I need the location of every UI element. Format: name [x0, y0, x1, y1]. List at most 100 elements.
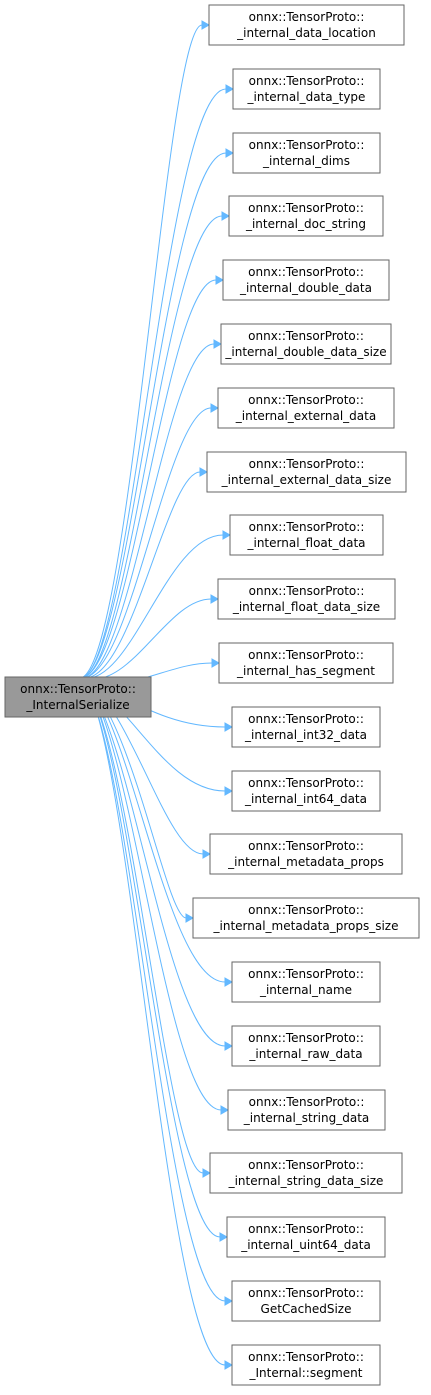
- callee-node-internal-metadata-props-size[interactable]: onnx::TensorProto::_internal_metadata_pr…: [192, 897, 420, 939]
- callee-node-line1: onnx::TensorProto::: [248, 839, 364, 853]
- callee-node-line2: _internal_double_data: [239, 281, 372, 295]
- callee-node-line1: onnx::TensorProto::: [249, 74, 365, 88]
- callee-node-internal-metadata-props[interactable]: onnx::TensorProto::_internal_metadata_pr…: [209, 833, 403, 875]
- callee-node-line1: onnx::TensorProto::: [249, 520, 365, 534]
- callee-node-line2: _Internal::segment: [249, 1366, 363, 1380]
- callee-node-line2: _internal_data_location: [236, 26, 376, 40]
- call-edge-arrowhead: [224, 977, 234, 987]
- callee-node-line2: _internal_int64_data: [244, 792, 367, 806]
- call-edge-arrowhead: [224, 1296, 234, 1306]
- callee-node-line2: _internal_double_data_size: [224, 345, 386, 359]
- callee-node-line2: _internal_external_data: [235, 409, 376, 423]
- callee-node-internal-int32-data[interactable]: onnx::TensorProto::_internal_int32_data: [231, 706, 381, 748]
- call-edge: [80, 152, 227, 679]
- callee-node-internal-has-segment[interactable]: onnx::TensorProto::_internal_has_segment: [218, 642, 394, 684]
- callee-node-line1: onnx::TensorProto::: [249, 10, 365, 24]
- callee-node-internal-segment[interactable]: onnx::TensorProto::_Internal::segment: [231, 1344, 381, 1386]
- callee-node-internal-double-data[interactable]: onnx::TensorProto::_internal_double_data: [222, 259, 390, 301]
- callee-node-line2: _internal_raw_data: [248, 1047, 362, 1061]
- callee-node-line1: onnx::TensorProto::: [248, 1158, 364, 1172]
- callee-node-line2: _internal_uint64_data: [240, 1238, 371, 1252]
- call-edge: [80, 279, 217, 679]
- call-edge: [80, 534, 224, 679]
- call-edge-arrowhead: [210, 594, 220, 604]
- callee-node-line2: _internal_data_type: [247, 90, 366, 104]
- call-edge: [80, 407, 212, 679]
- callee-node-line2: _internal_name: [259, 983, 352, 997]
- call-edge-arrowhead: [220, 1105, 230, 1115]
- callee-node-line2: _internal_doc_string: [245, 217, 366, 231]
- call-edge-arrowhead: [224, 786, 234, 796]
- callee-node-internal-dims[interactable]: onnx::TensorProto::_internal_dims: [232, 132, 381, 174]
- call-edge-arrowhead: [211, 658, 221, 668]
- callee-node-line2: _internal_float_data: [246, 536, 365, 550]
- call-edge-arrowhead: [210, 403, 220, 413]
- call-edge-arrowhead: [222, 530, 232, 540]
- callee-node-internal-data-type[interactable]: onnx::TensorProto::_internal_data_type: [232, 68, 381, 110]
- callee-node-line1: onnx::TensorProto::: [248, 903, 364, 917]
- callee-node-line1: onnx::TensorProto::: [248, 967, 364, 981]
- call-edge-arrowhead: [215, 275, 225, 285]
- callee-node-line1: onnx::TensorProto::: [248, 648, 364, 662]
- callee-node-line2: _internal_external_data_size: [221, 473, 392, 487]
- callee-node-line2: _internal_has_segment: [236, 664, 375, 678]
- call-edge-arrowhead: [224, 1360, 234, 1370]
- callee-node-internal-uint64-data[interactable]: onnx::TensorProto::_internal_uint64_data: [226, 1216, 386, 1258]
- callee-node-line1: onnx::TensorProto::: [249, 138, 365, 152]
- callee-node-internal-external-data[interactable]: onnx::TensorProto::_internal_external_da…: [217, 387, 395, 429]
- callee-node-line1: onnx::TensorProto::: [249, 584, 365, 598]
- callee-node-getcachedsize[interactable]: onnx::TensorProto::GetCachedSize: [231, 1280, 381, 1322]
- call-edge: [80, 677, 204, 1174]
- call-edge-arrowhead: [213, 339, 223, 349]
- call-edge-arrowhead: [221, 211, 231, 221]
- call-edge-arrowhead: [224, 722, 234, 732]
- callee-node-internal-double-data-size[interactable]: onnx::TensorProto::_internal_double_data…: [220, 323, 392, 365]
- call-edge-arrowhead: [202, 1168, 212, 1178]
- callee-node-line1: onnx::TensorProto::: [248, 329, 364, 343]
- callee-node-line1: onnx::TensorProto::: [248, 1286, 364, 1300]
- callee-node-internal-external-data-size[interactable]: onnx::TensorProto::_internal_external_da…: [206, 451, 407, 493]
- callee-node-line2: GetCachedSize: [261, 1302, 352, 1316]
- callee-node-internal-int64-data[interactable]: onnx::TensorProto::_internal_int64_data: [231, 770, 381, 812]
- call-edge: [81, 677, 226, 1366]
- callee-node-internal-float-data[interactable]: onnx::TensorProto::_internal_float_data: [229, 514, 384, 556]
- callee-node-internal-float-data-size[interactable]: onnx::TensorProto::_internal_float_data_…: [217, 578, 396, 620]
- callee-node-internal-string-data[interactable]: onnx::TensorProto::_internal_string_data: [227, 1089, 386, 1131]
- callee-node-line1: onnx::TensorProto::: [248, 1031, 364, 1045]
- call-nodes: onnx::TensorProto:: _InternalSerialize o…: [4, 4, 420, 1386]
- call-edge-arrowhead: [225, 148, 235, 158]
- callee-node-line1: onnx::TensorProto::: [248, 712, 364, 726]
- call-edge: [81, 677, 222, 1111]
- call-edge: [80, 24, 203, 679]
- callee-node-line2: _internal_metadata_props: [227, 855, 384, 869]
- callee-node-internal-string-data-size[interactable]: onnx::TensorProto::_internal_string_data…: [209, 1152, 403, 1194]
- callee-node-line1: onnx::TensorProto::: [248, 265, 364, 279]
- call-edge-arrowhead: [202, 849, 212, 859]
- callee-node-internal-name[interactable]: onnx::TensorProto::_internal_name: [231, 961, 381, 1003]
- root-node-line2: _InternalSerialize: [25, 698, 129, 712]
- root-node-internal-serialize[interactable]: onnx::TensorProto:: _InternalSerialize: [4, 676, 152, 718]
- callee-node-line2: _internal_float_data_size: [232, 600, 380, 614]
- callee-node-line2: _internal_string_data_size: [228, 1174, 384, 1188]
- call-edge-arrowhead: [185, 913, 195, 923]
- callee-node-line2: _internal_int32_data: [244, 728, 367, 742]
- call-edge-arrowhead: [224, 1041, 234, 1051]
- call-edge-arrowhead: [199, 467, 209, 477]
- callee-node-internal-doc-string[interactable]: onnx::TensorProto::_internal_doc_string: [228, 195, 384, 237]
- callee-node-internal-raw-data[interactable]: onnx::TensorProto::_internal_raw_data: [231, 1025, 381, 1067]
- call-edge: [81, 677, 221, 1238]
- callee-node-line1: onnx::TensorProto::: [249, 457, 365, 471]
- callee-node-line1: onnx::TensorProto::: [249, 1095, 365, 1109]
- call-edge: [81, 88, 227, 679]
- callee-node-internal-data-location[interactable]: onnx::TensorProto::_internal_data_locati…: [208, 4, 405, 46]
- call-edge: [80, 677, 226, 1302]
- callee-node-line1: onnx::TensorProto::: [248, 776, 364, 790]
- call-edge-arrowhead: [219, 1232, 229, 1242]
- callee-node-line2: _internal_metadata_props_size: [213, 919, 399, 933]
- call-edge: [81, 343, 215, 679]
- call-edge-arrowhead: [201, 20, 211, 30]
- call-edge: [81, 471, 201, 679]
- callee-node-line1: onnx::TensorProto::: [248, 1222, 364, 1236]
- callee-node-line2: _internal_string_data: [243, 1111, 370, 1125]
